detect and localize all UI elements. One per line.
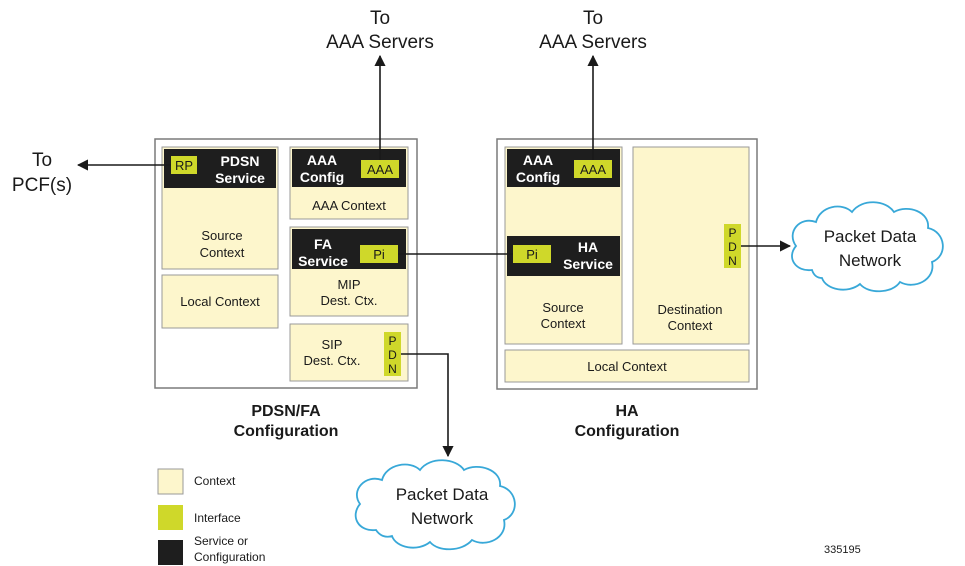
packet-data-network-cloud-right: Packet Data Network (791, 201, 944, 293)
pdsn-source-context-label-1: Source (201, 228, 242, 243)
pdsn-source-context-label-2: Context (200, 245, 245, 260)
sip-context-label-1: SIP (322, 337, 343, 352)
pdsn-local-context-label: Local Context (180, 294, 260, 309)
legend-context-label: Context (194, 474, 236, 488)
svg-text:HA: HA (615, 403, 639, 420)
ha-pi-interface-label: Pi (526, 247, 538, 262)
ha-service-label-1: HA (578, 239, 598, 255)
ha-destination-context-label-2: Context (668, 318, 713, 333)
ha-pdn-letter-n: N (728, 254, 737, 268)
svg-text:Network: Network (839, 251, 902, 270)
ha-pdn-interface (724, 224, 741, 268)
ha-local-context-label: Local Context (587, 359, 667, 374)
ha-source-context-label-2: Context (541, 316, 586, 331)
ha-destination-context-label-1: Destination (657, 302, 722, 317)
svg-text:Configuration: Configuration (575, 423, 680, 440)
pdsn-aaa-context-label: AAA Context (312, 198, 386, 213)
aaa-servers-left-label: To AAA Servers (326, 8, 434, 53)
legend-context-swatch (157, 468, 184, 495)
aaa-servers-right-label: To AAA Servers (539, 8, 647, 53)
svg-text:To: To (583, 8, 603, 29)
ha-pdn-letter-d: D (728, 240, 737, 254)
fa-service-label-1: FA (314, 236, 332, 252)
svg-text:PDSN/FA: PDSN/FA (251, 403, 321, 420)
svg-text:To: To (370, 8, 390, 29)
rp-interface (171, 156, 197, 174)
ha-service-label-2: Service (563, 256, 613, 272)
svg-text:Packet Data: Packet Data (824, 227, 917, 246)
ha-aaa-config-label-1: AAA (523, 152, 553, 168)
pdsn-pdn-interface (384, 332, 401, 376)
pdsn-pdn-letter-n: N (388, 362, 397, 376)
ha-caption: HA Configuration (575, 403, 680, 440)
legend-interface-swatch (158, 505, 183, 530)
packet-data-network-cloud-bottom: Packet Data Network (354, 459, 516, 551)
svg-text:Configuration: Configuration (234, 423, 339, 440)
pdsn-aaa-interface-label: AAA (367, 162, 393, 177)
pdsn-service-label-1: PDSN (221, 153, 260, 169)
pdsn-aaa-config-label-1: AAA (307, 152, 337, 168)
svg-text:PCF(s): PCF(s) (12, 175, 72, 196)
pcf-label: To PCF(s) (12, 150, 72, 196)
mip-context-label-1: MIP (337, 277, 360, 292)
pdsn-aaa-interface (361, 160, 399, 178)
legend: Context Interface Service or Configurati… (157, 468, 265, 565)
svg-text:AAA Servers: AAA Servers (539, 32, 647, 53)
arrow-sip-to-network (401, 353, 454, 458)
legend-service-label-1: Service or (194, 534, 248, 548)
pdsn-local-context (161, 274, 279, 329)
legend-service-label-2: Configuration (194, 550, 265, 564)
pdsn-aaa-config-label-2: Config (300, 169, 344, 185)
svg-text:Network: Network (411, 509, 474, 528)
figure-number: 335195 (824, 544, 861, 556)
ha-pi-interface (513, 245, 551, 263)
legend-interface-label: Interface (194, 511, 241, 525)
svg-text:To: To (32, 150, 52, 171)
ha-aaa-config-label-2: Config (516, 169, 560, 185)
svg-text:Packet Data: Packet Data (396, 485, 489, 504)
ha-aaa-interface-label: AAA (580, 162, 606, 177)
pdsn-fa-caption: PDSN/FA Configuration (234, 403, 339, 440)
rp-interface-label: RP (175, 158, 193, 173)
fa-pi-interface-label: Pi (373, 247, 385, 262)
legend-service-swatch (158, 540, 183, 565)
sip-context-label-2: Dest. Ctx. (303, 353, 360, 368)
ha-local-context (504, 349, 750, 383)
fa-service-label-2: Service (298, 253, 348, 269)
ha-pdn-letter-p: P (728, 226, 736, 240)
ha-aaa-interface (574, 160, 612, 178)
pdsn-pdn-letter-d: D (388, 348, 397, 362)
ha-source-context-label-1: Source (542, 300, 583, 315)
pdsn-pdn-letter-p: P (388, 334, 396, 348)
mip-context-label-2: Dest. Ctx. (320, 293, 377, 308)
fa-pi-interface (360, 245, 398, 263)
svg-text:AAA Servers: AAA Servers (326, 32, 434, 53)
pdsn-service-label-2: Service (215, 170, 265, 186)
